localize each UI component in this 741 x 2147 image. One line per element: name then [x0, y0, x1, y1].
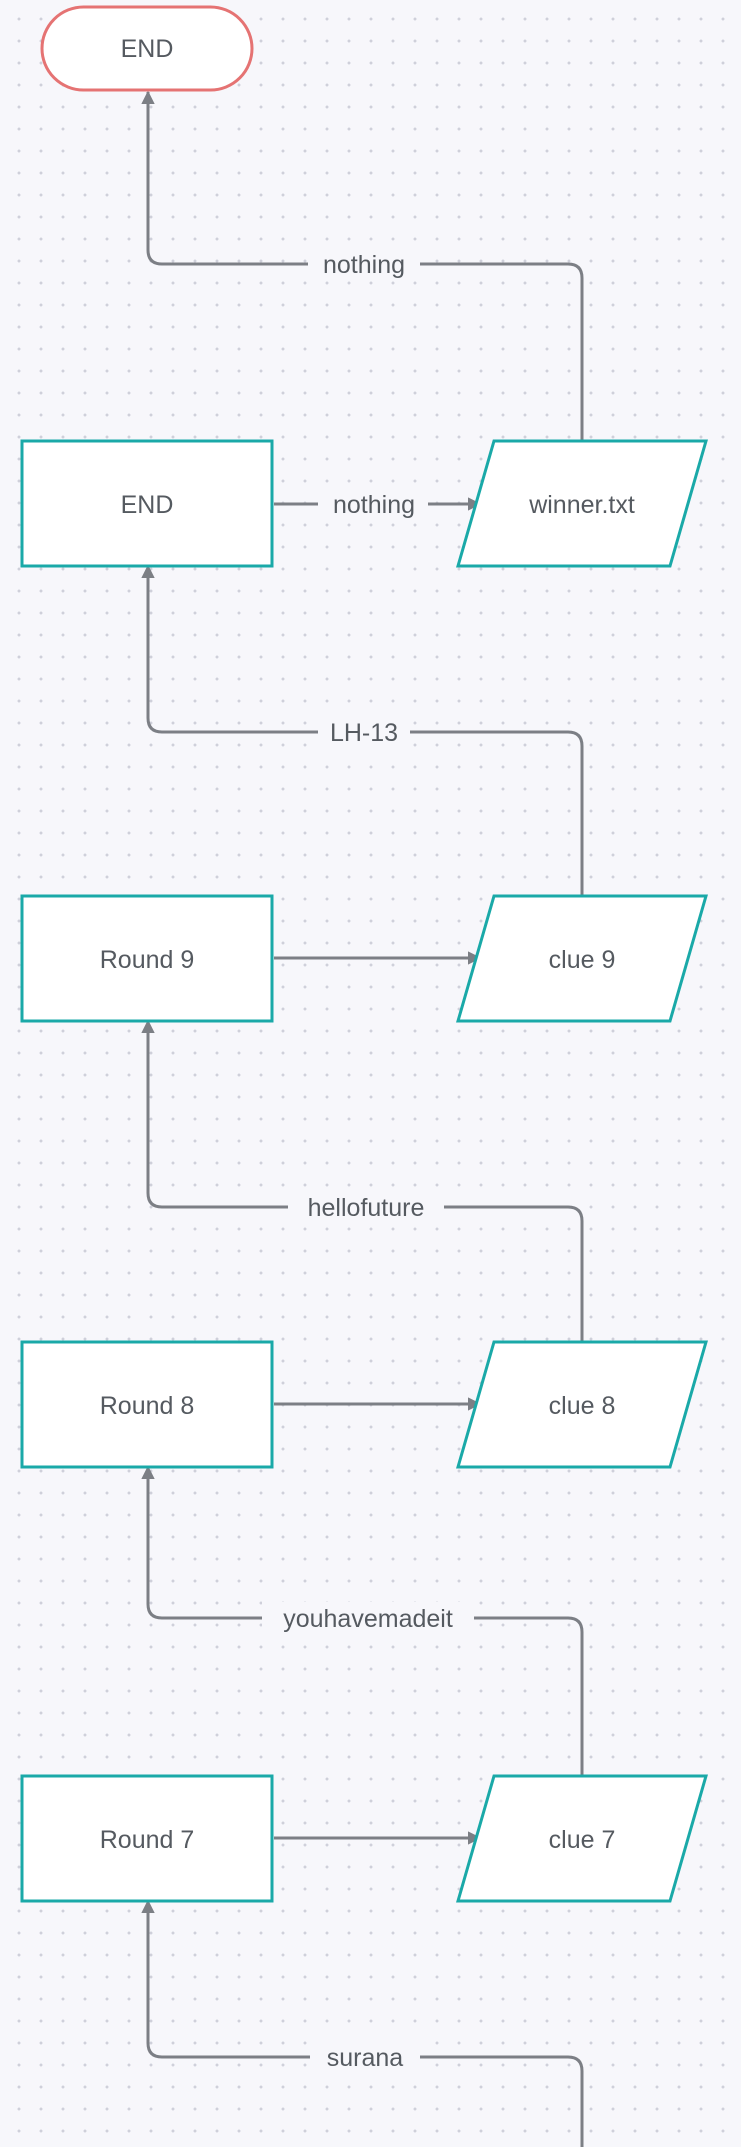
svg-text:clue 9: clue 9 — [549, 946, 616, 974]
svg-text:Round 8: Round 8 — [100, 1392, 195, 1420]
edge-label-clue7-to-round8: youhavemadeit — [262, 1602, 474, 1634]
svg-text:clue 8: clue 8 — [549, 1392, 616, 1420]
edge-clue8-to-round9[interactable] — [141, 1019, 584, 1341]
edge-label-clue8-to-round9: hellofuture — [288, 1191, 444, 1223]
clue7-output-node[interactable]: clue 7 — [456, 1774, 708, 1903]
svg-text:END: END — [121, 491, 174, 519]
svg-text:LH-13: LH-13 — [330, 719, 398, 747]
svg-text:hellofuture: hellofuture — [308, 1194, 425, 1222]
end-terminal-node[interactable]: END — [40, 5, 254, 92]
winner-output-node[interactable]: winner.txt — [456, 439, 708, 568]
round7-process-node[interactable]: Round 7 — [20, 1774, 274, 1903]
svg-text:youhavemadeit: youhavemadeit — [283, 1605, 453, 1633]
round8-process-node[interactable]: Round 8 — [20, 1340, 274, 1469]
edge-below-to-round7[interactable] — [141, 1899, 584, 2147]
edge-label-end-to-winner: nothing — [318, 488, 428, 520]
edge-label-below-to-round7: surana — [310, 2041, 420, 2073]
svg-text:Round 7: Round 7 — [100, 1826, 195, 1854]
svg-text:nothing: nothing — [333, 491, 415, 519]
svg-text:surana: surana — [327, 2044, 404, 2072]
svg-text:END: END — [121, 35, 174, 63]
end-process-node[interactable]: END — [20, 439, 274, 568]
edge-label-winner-to-end: nothing — [308, 248, 420, 280]
svg-text:clue 7: clue 7 — [549, 1826, 616, 1854]
clue9-output-node[interactable]: clue 9 — [456, 894, 708, 1023]
svg-text:Round 9: Round 9 — [100, 946, 195, 974]
round9-process-node[interactable]: Round 9 — [20, 894, 274, 1023]
svg-text:winner.txt: winner.txt — [528, 491, 635, 519]
svg-text:nothing: nothing — [323, 251, 405, 279]
edge-label-clue9-to-end: LH-13 — [318, 716, 410, 748]
clue8-output-node[interactable]: clue 8 — [456, 1340, 708, 1469]
